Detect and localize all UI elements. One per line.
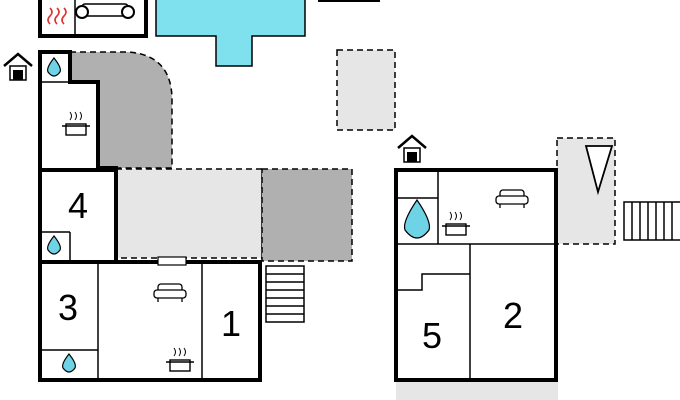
terrace-middle	[115, 168, 263, 259]
cooking-pot-icon	[166, 347, 194, 372]
room-3-label: 3	[58, 287, 78, 328]
triangle-icon	[584, 145, 614, 196]
pool	[155, 0, 306, 67]
right-building	[394, 168, 558, 382]
terrace-east	[261, 168, 353, 262]
door-marker	[157, 256, 187, 266]
terrace-north	[69, 51, 173, 169]
cooking-pot-icon	[62, 111, 90, 136]
terrace-detached	[336, 49, 396, 131]
room-5-label: 5	[422, 315, 442, 356]
water-drop-icon	[47, 57, 61, 77]
sauna-heater-icon	[47, 7, 67, 25]
stairs-icon	[265, 265, 305, 323]
house-icon	[3, 52, 33, 81]
sofa-icon	[153, 283, 187, 302]
room-4-label: 4	[68, 185, 88, 226]
left-building	[38, 50, 262, 382]
water-drop-icon	[403, 198, 431, 239]
room-1-label: 1	[221, 303, 241, 344]
water-drop-icon	[47, 235, 61, 255]
bathtub-icon	[75, 3, 135, 19]
sauna-box	[38, 0, 148, 38]
house-icon	[397, 134, 427, 163]
sofa-icon	[495, 189, 529, 208]
top-wall-fragment	[318, 0, 380, 2]
cooking-pot-icon	[442, 211, 470, 236]
room-2-label: 2	[503, 295, 523, 336]
water-drop-icon	[62, 353, 76, 373]
terrace-south	[396, 382, 558, 400]
stairs-icon	[623, 201, 680, 241]
